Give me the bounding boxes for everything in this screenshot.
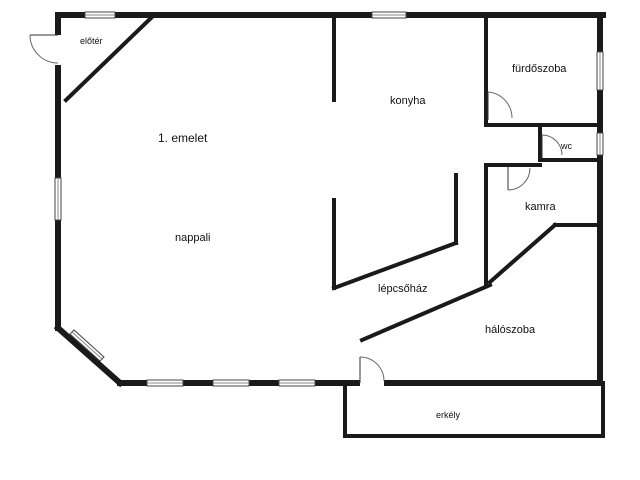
floor-label: 1. emelet — [158, 131, 208, 145]
room-label-konyha: konyha — [390, 95, 426, 107]
room-label-lepcsohaz: lépcsőház — [378, 283, 428, 295]
room-label-erkely: erkély — [436, 410, 461, 420]
window-right-wc — [596, 132, 604, 156]
room-label-haloszoba: hálószoba — [485, 324, 536, 336]
window-left — [54, 177, 62, 221]
pantry-door — [507, 167, 531, 191]
interior-walls — [63, 14, 602, 343]
doors — [29, 34, 563, 386]
window-diagonal — [69, 329, 105, 362]
room-label-kamra: kamra — [525, 201, 556, 213]
entrance-door — [29, 34, 61, 65]
bathroom-door — [487, 91, 513, 120]
window-bottom-2 — [212, 379, 250, 387]
room-label-furdoszoba: fürdőszoba — [512, 63, 567, 75]
window-bottom-3 — [278, 379, 316, 387]
window-top-left — [84, 11, 116, 19]
room-label-wc: wc — [560, 141, 572, 151]
window-bottom-1 — [146, 379, 184, 387]
balcony-walls — [343, 381, 605, 438]
room-label-nappali: nappali — [175, 232, 210, 244]
balcony-door — [359, 356, 385, 386]
room-label-eloter: előtér — [80, 36, 103, 46]
window-right-bathroom — [596, 51, 604, 91]
window-top-middle — [371, 11, 407, 19]
labels: 1. emelet előtér fürdőszoba konyha wc ka… — [80, 36, 572, 420]
windows — [54, 11, 604, 387]
wc-door — [541, 134, 563, 158]
